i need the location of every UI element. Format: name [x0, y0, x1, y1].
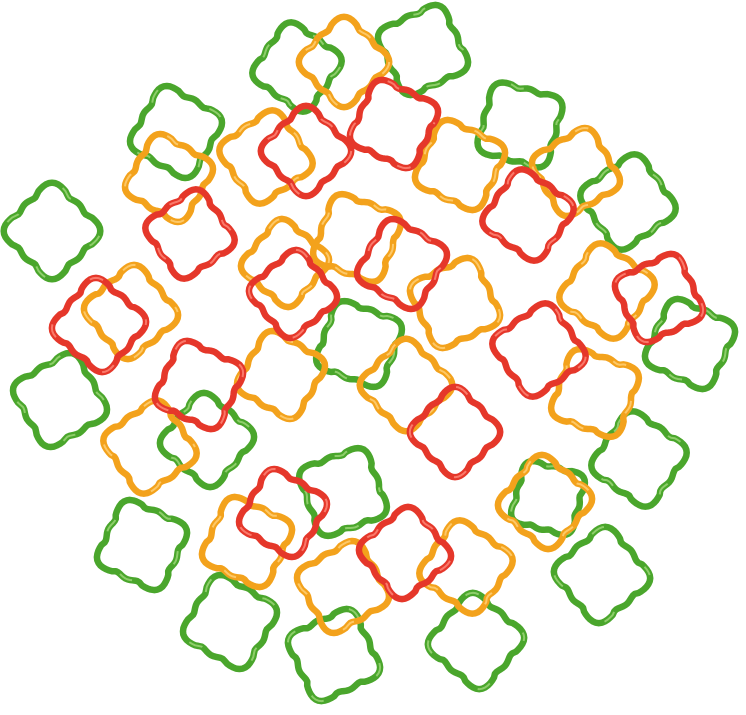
orange-pepper-ring-2-highlight [124, 133, 214, 223]
green-pepper-ring-3 [126, 82, 226, 182]
green-pepper-ring-8 [9, 349, 111, 451]
orange-pepper-ring-4-highlight [413, 118, 507, 212]
orange-pepper-ring-18-highlight [418, 519, 514, 615]
green-pepper-ring-14 [550, 523, 654, 627]
red-pepper-ring-7-highlight [613, 252, 705, 344]
red-pepper-ring-13-highlight [357, 505, 453, 601]
green-pepper-ring-16-highlight [286, 607, 382, 703]
green-pepper-ring-12 [588, 408, 690, 510]
orange-pepper-ring-9 [556, 240, 658, 342]
green-pepper-ring-13-highlight [95, 498, 189, 592]
red-pepper-ring-10-highlight [491, 302, 587, 398]
green-pepper-ring-6 [577, 151, 679, 253]
orange-pepper-ring-16-highlight [200, 495, 294, 589]
red-pepper-ring-12-highlight [238, 468, 328, 558]
orange-pepper-ring-10-highlight [408, 256, 502, 350]
green-pepper-ring-17-highlight [426, 591, 526, 691]
green-pepper-ring-11-highlight [298, 447, 388, 537]
orange-pepper-ring-13-highlight [550, 348, 640, 438]
red-pepper-ring-3 [142, 186, 238, 282]
orange-pepper-ring-1-highlight [297, 15, 391, 109]
green-pepper-ring-7-highlight [643, 297, 737, 391]
green-pepper-ring-1-highlight [251, 21, 343, 113]
orange-pepper-ring-15-highlight [496, 453, 594, 551]
green-pepper-ring-10 [312, 297, 406, 391]
red-pepper-ring-9-highlight [153, 339, 245, 431]
green-pepper-ring-15-highlight [182, 574, 278, 670]
red-pepper-ring-6 [479, 166, 577, 264]
green-pepper-ring-9-highlight [158, 391, 256, 489]
orange-pepper-ring-17-highlight [296, 540, 390, 634]
orange-pepper-ring-14-highlight [102, 399, 198, 495]
red-pepper-ring-8-highlight [50, 276, 148, 374]
green-pepper-ring-5 [474, 79, 566, 171]
red-pepper-rings [48, 76, 707, 603]
red-pepper-ring-2-highlight [348, 78, 440, 170]
red-pepper-ring-1-highlight [259, 104, 353, 198]
orange-pepper-ring-8-highlight [82, 263, 180, 361]
orange-pepper-ring-6-highlight [239, 217, 331, 309]
green-pepper-ring-4-highlight [2, 181, 102, 281]
red-pepper-ring-11-highlight [408, 385, 502, 479]
red-pepper-ring-4-highlight [356, 218, 448, 310]
red-pepper-ring-5-highlight [247, 248, 339, 340]
orange-pepper-ring-7-highlight [312, 193, 402, 283]
